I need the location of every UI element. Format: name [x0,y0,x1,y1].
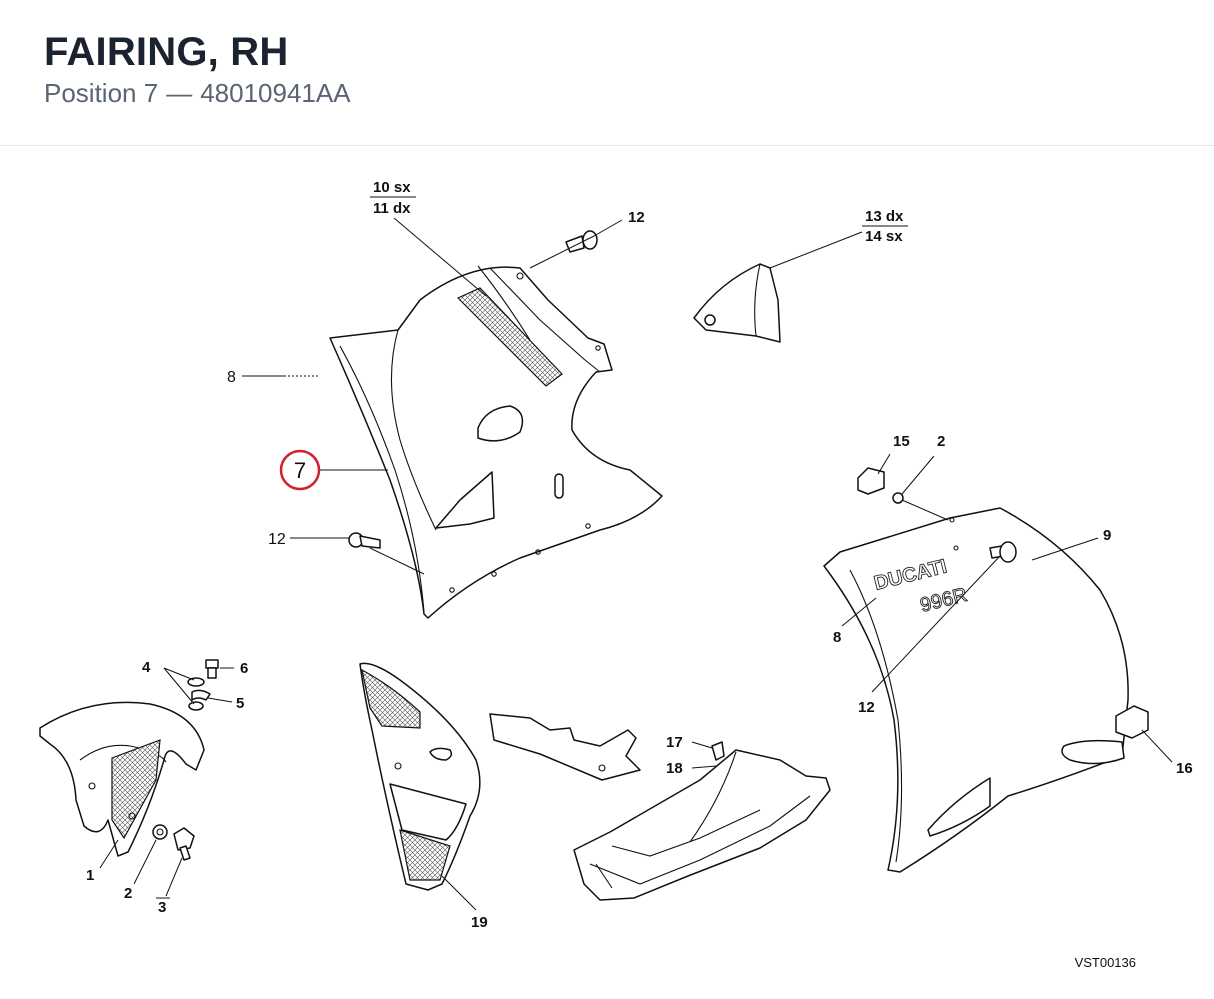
part-number: 48010941AA [200,78,351,108]
callout-7: 7 [294,458,306,483]
belly-pan-18[interactable] [573,749,831,901]
callout-6: 6 [240,660,248,677]
callout-5: 5 [236,695,244,712]
pad-16[interactable] [1115,705,1149,739]
washer-2-bottom[interactable] [152,824,168,840]
front-mudguard-1[interactable] [39,701,205,857]
callout-17: 17 [666,734,683,751]
mudguard-texture [111,739,161,840]
callout-2-bottom: 2 [124,885,132,902]
hardware-4-5-6[interactable] [187,659,219,711]
callout-8-top: 8 [227,369,236,386]
callout-11: 11 dx [373,200,411,217]
page-title: FAIRING, RH [44,30,289,74]
inner-panel-19[interactable] [359,662,481,891]
callout-10: 10 sx [373,179,411,196]
subtitle-separator: — [166,78,193,108]
washer-2-top[interactable] [892,492,904,504]
drawing-reference-code: VST00136 [1074,955,1136,970]
highlight-ring [279,449,321,491]
callout-4: 4 [142,659,151,676]
callout-12-top: 12 [628,209,645,226]
callout-9: 9 [1103,527,1111,544]
page-header: FAIRING, RH Position 7—48010941AA [0,0,1214,146]
clip-15[interactable] [857,467,885,495]
page-subtitle: Position 7—48010941AA [44,78,351,109]
bolt-3[interactable] [173,827,195,861]
callout-8-right: 8 [833,629,841,646]
screw-12-top[interactable] [565,230,598,253]
leader-lines [99,217,1173,911]
callout-12-left: 12 [268,531,286,548]
bracket-support[interactable] [489,713,641,781]
callout-16: 16 [1176,760,1193,777]
callout-15: 15 [893,433,910,450]
panel-texture-top [361,668,421,729]
callout-1: 1 [86,867,94,884]
callout-13: 13 dx [865,208,904,225]
screw-12-left[interactable] [348,532,381,549]
callout-19: 19 [471,914,488,931]
panel-texture-bottom [399,829,451,881]
fairing-rh-part[interactable] [329,265,663,619]
mesh-vent-insert [456,287,563,387]
lower-fairing-9[interactable]: DUCATI 996R [823,507,1129,873]
callout-3: 3 [158,899,166,916]
callout-18: 18 [666,760,683,777]
clip-17[interactable] [711,741,725,761]
bracket-13-14[interactable] [693,263,781,343]
callout-14: 14 sx [865,228,903,245]
highlighted-callout-7[interactable]: 7 [279,449,321,491]
screw-12-right[interactable] [989,541,1017,563]
callout-12-right: 12 [858,699,875,716]
callout-2-top: 2 [937,433,945,450]
callout-labels: 10 sx 11 dx 12 13 dx 14 sx 8 12 15 2 9 8… [86,179,1193,931]
position-label: Position 7 [44,78,159,108]
